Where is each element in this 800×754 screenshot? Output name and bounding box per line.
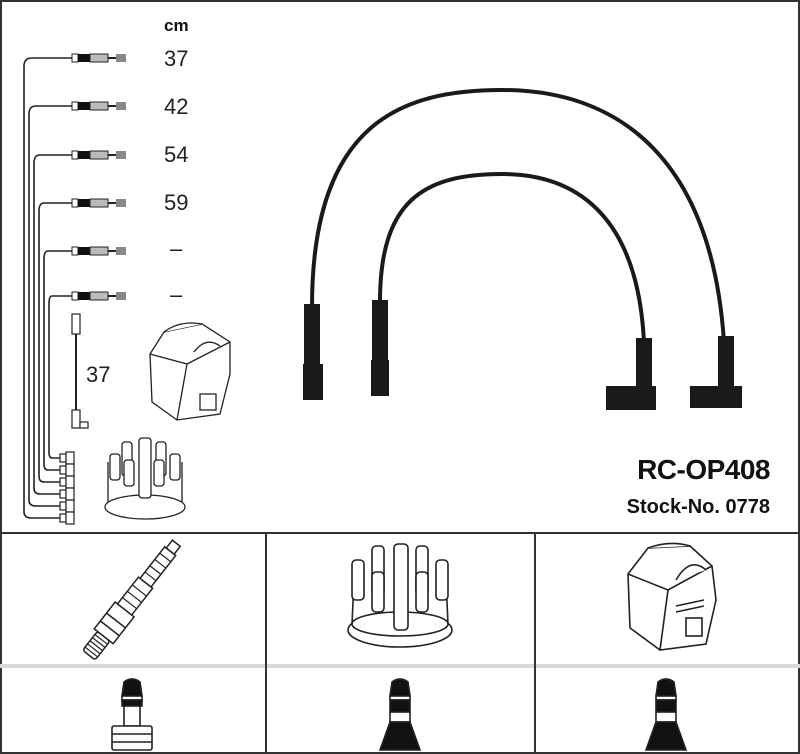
plug-boot-tapered-icon bbox=[378, 678, 422, 751]
cable-length-4: 59 bbox=[164, 190, 189, 215]
column-divider-1 bbox=[265, 532, 267, 752]
cable-connectors-icon bbox=[71, 53, 126, 301]
cable-length-6: – bbox=[170, 282, 183, 307]
ignition-cables-icon bbox=[310, 87, 726, 343]
length-unit-label: cm bbox=[164, 16, 189, 35]
cable-boots-icon bbox=[303, 300, 742, 410]
panel-divider bbox=[0, 532, 800, 534]
plug-boot-tapered-icon bbox=[644, 678, 688, 751]
cable-length-1: 37 bbox=[164, 46, 189, 71]
cable-set-panel: cm 37 42 54 59 – – 37 RC-OP408 Stock-No.… bbox=[2, 2, 798, 532]
row-divider bbox=[0, 664, 800, 668]
distributor-terminals-icon bbox=[59, 451, 75, 525]
distributor-cap-icon bbox=[347, 543, 453, 648]
plug-boot-straight-icon bbox=[111, 678, 153, 751]
ignition-coil-small-icon bbox=[149, 322, 231, 421]
stock-number: Stock-No. 0778 bbox=[626, 496, 770, 518]
cable-length-5: – bbox=[170, 236, 183, 261]
coil-lead-icon bbox=[71, 313, 89, 429]
product-code: RC-OP408 bbox=[637, 454, 770, 485]
coil-lead-length: 37 bbox=[86, 362, 111, 387]
cable-length-2: 42 bbox=[164, 94, 189, 119]
wiring-schematic bbox=[23, 53, 742, 525]
spark-plug-icon bbox=[83, 539, 182, 660]
column-divider-2 bbox=[534, 532, 536, 752]
ignition-coil-icon bbox=[627, 542, 717, 651]
distributor-cap-small-icon bbox=[104, 437, 186, 520]
cable-length-3: 54 bbox=[164, 142, 189, 167]
